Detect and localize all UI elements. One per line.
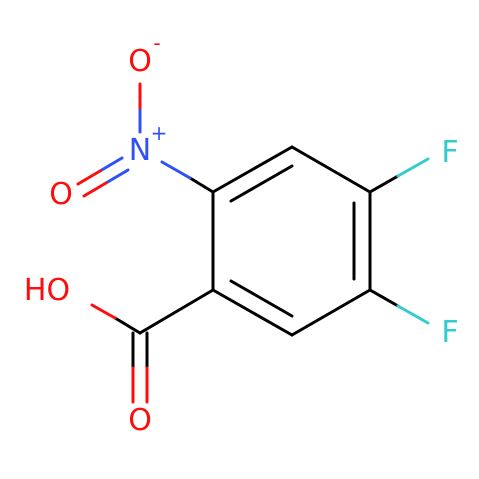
ring-bonds [211,145,372,337]
atom-f-bottom: F [441,315,458,350]
bond-c5-c6 [290,288,372,337]
atom-n-plus: N [129,133,151,168]
bond-c4-f [368,174,400,194]
atom-f-top: F [441,135,458,170]
substituent-bonds [76,82,430,404]
bond-n-onitro-a-o [76,169,102,186]
atom-o-carbonyl: O [128,403,152,438]
bond-c4-f-colored [396,157,430,178]
atom-o-nitro: O [49,177,73,212]
bond-c5-f-colored [396,304,430,325]
bond-n-onitro-a-n [98,156,124,173]
atom-o-minus: O [128,44,152,79]
bond-c-oh-colored [90,303,117,320]
bond-c1-ccooh [138,288,215,335]
bond-c2-c3 [211,145,294,194]
atom-hydroxyl: HO [24,273,70,308]
bond-c5-f [368,288,400,308]
bond-c-oh [113,316,142,335]
atom-labels: O - N + O F F HO O [24,31,459,438]
bond-c3-c4 [290,145,372,194]
bond-c6-c1 [211,288,294,337]
charge-n-plus: + [151,121,168,145]
bond-n-onitro-b-o [82,181,108,198]
bond-c2-n-colored [160,160,192,180]
bond-n-onitro-b-n [104,168,130,185]
bond-c2-n [188,176,215,194]
bond-c6-c1-inner [229,279,294,318]
bond-c2-c3-inner [229,164,294,203]
charge-o-minus: - [153,31,160,55]
